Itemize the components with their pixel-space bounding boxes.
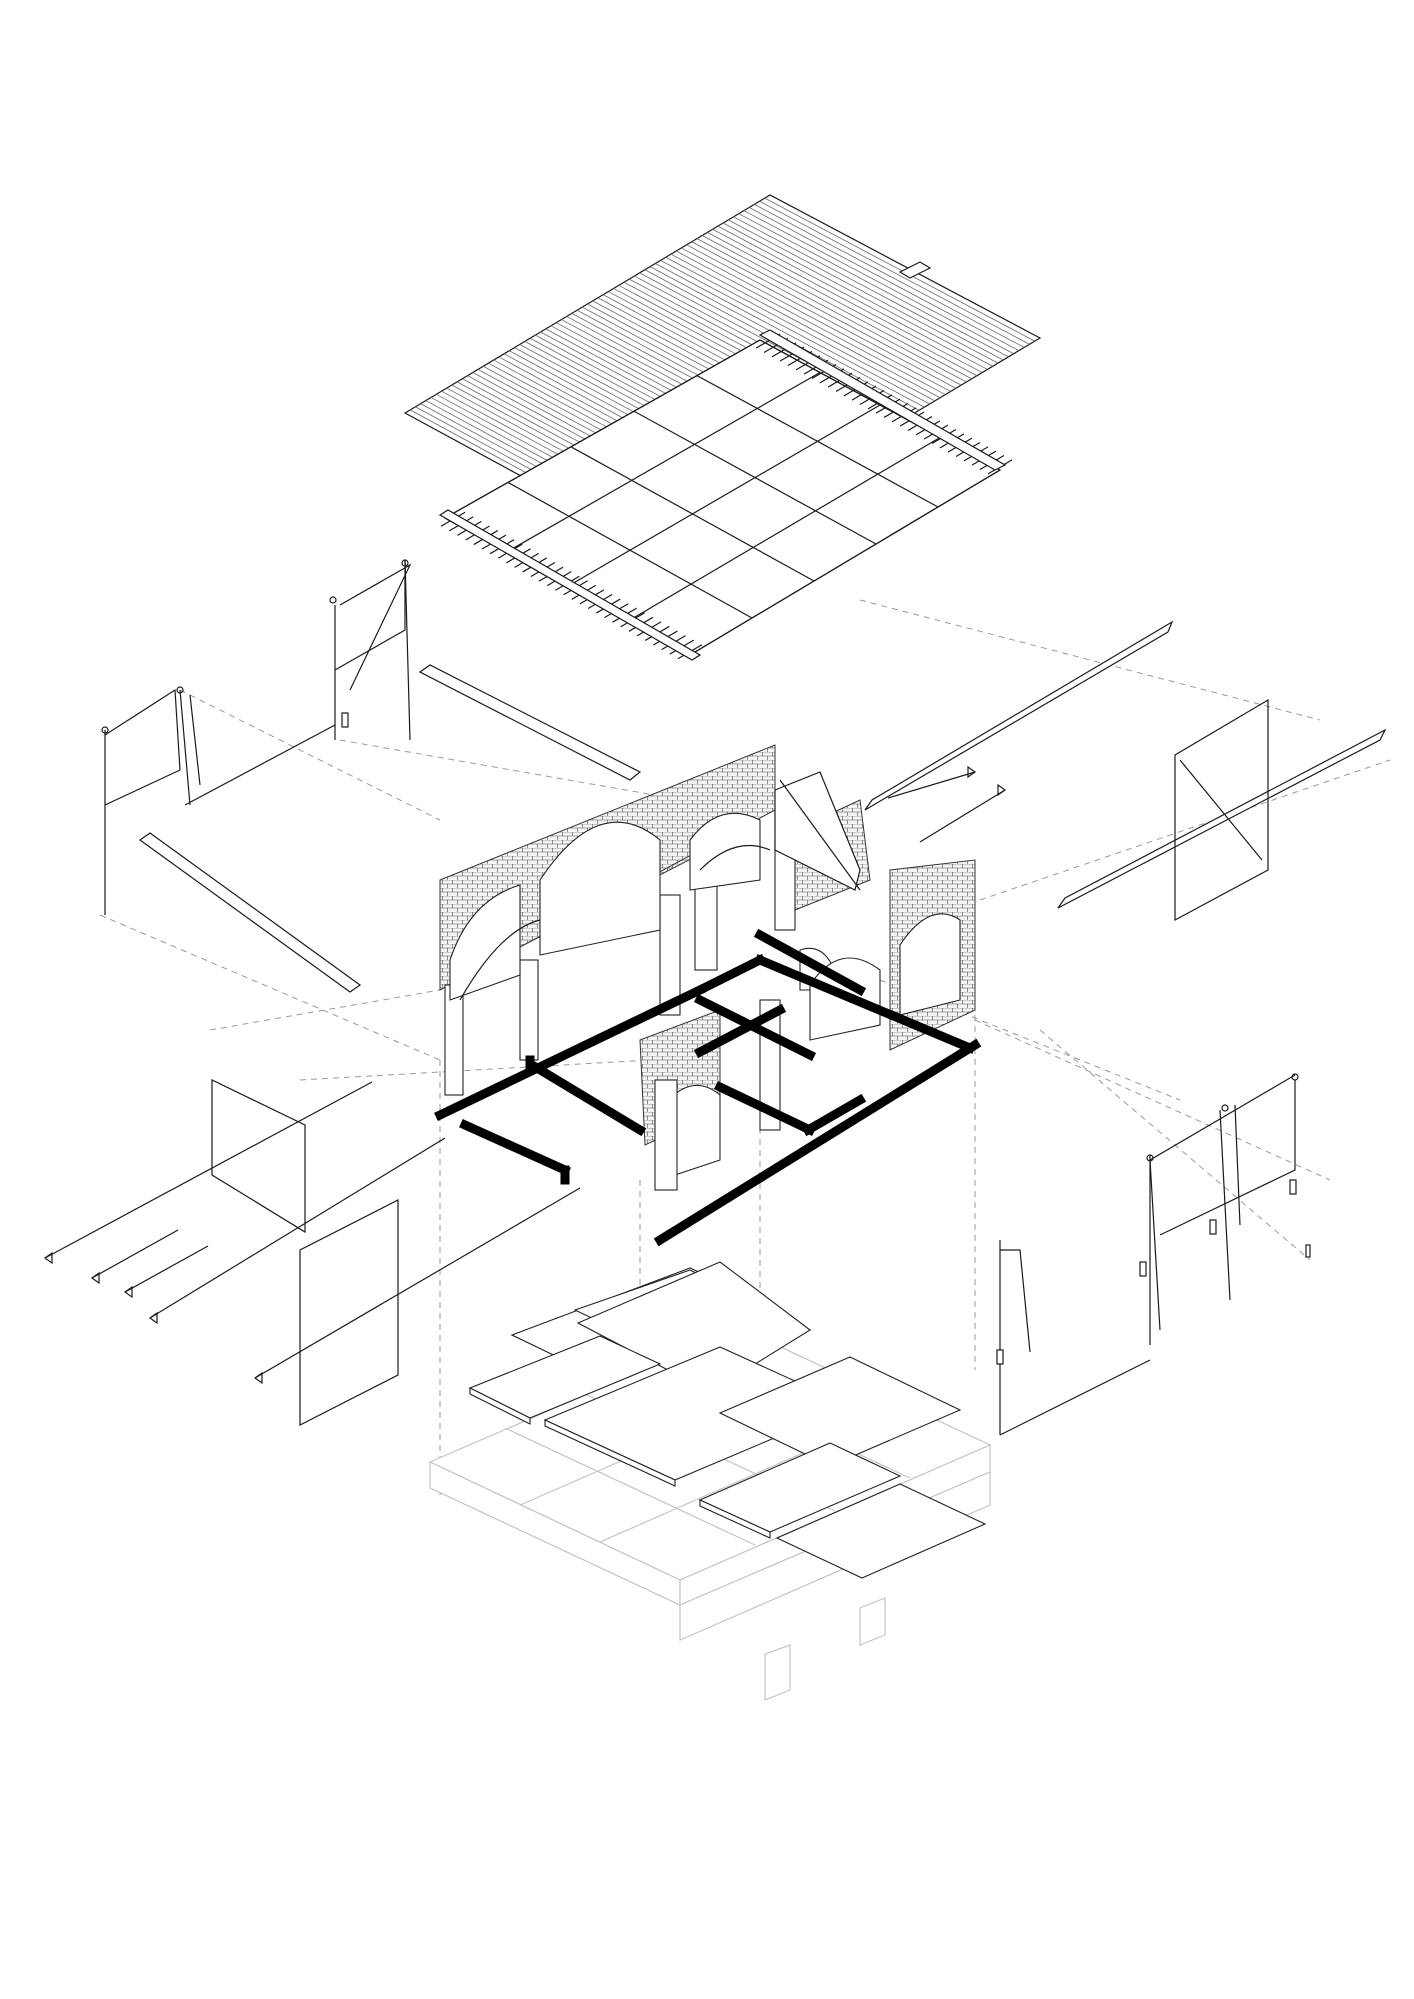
hanging-screens [211, 698, 1269, 1426]
linework [628, 436, 941, 622]
floor-panels [468, 1261, 987, 1579]
linework [712, 228, 983, 373]
linework [444, 339, 761, 519]
linework [505, 371, 821, 553]
floor-plan-outline [433, 928, 982, 1247]
linework [722, 222, 993, 367]
linework [764, 197, 1035, 342]
linework [660, 260, 930, 405]
linework [738, 213, 1009, 358]
wall-rigging-left [101, 559, 412, 915]
linework [717, 225, 988, 370]
wall-rigging-right [996, 1073, 1311, 1436]
linework [743, 210, 1014, 355]
cable-pulls [43, 765, 1007, 1385]
linework [689, 469, 1001, 656]
linework [567, 404, 881, 588]
loose-beams [138, 620, 1387, 993]
linework [707, 232, 978, 377]
linework [670, 253, 941, 399]
linework [754, 203, 1025, 348]
linework [702, 235, 972, 380]
linework [655, 263, 925, 408]
linework [691, 241, 962, 386]
linework [686, 244, 957, 389]
linework [728, 219, 999, 364]
linework [759, 200, 1030, 345]
linework [681, 247, 951, 392]
linework [748, 207, 1020, 351]
brick-vault-walls [439, 744, 976, 1191]
linework [675, 250, 946, 395]
timber-roof-grid [438, 261, 1013, 661]
linework [733, 216, 1004, 361]
linework [696, 238, 967, 383]
linework [665, 256, 936, 402]
